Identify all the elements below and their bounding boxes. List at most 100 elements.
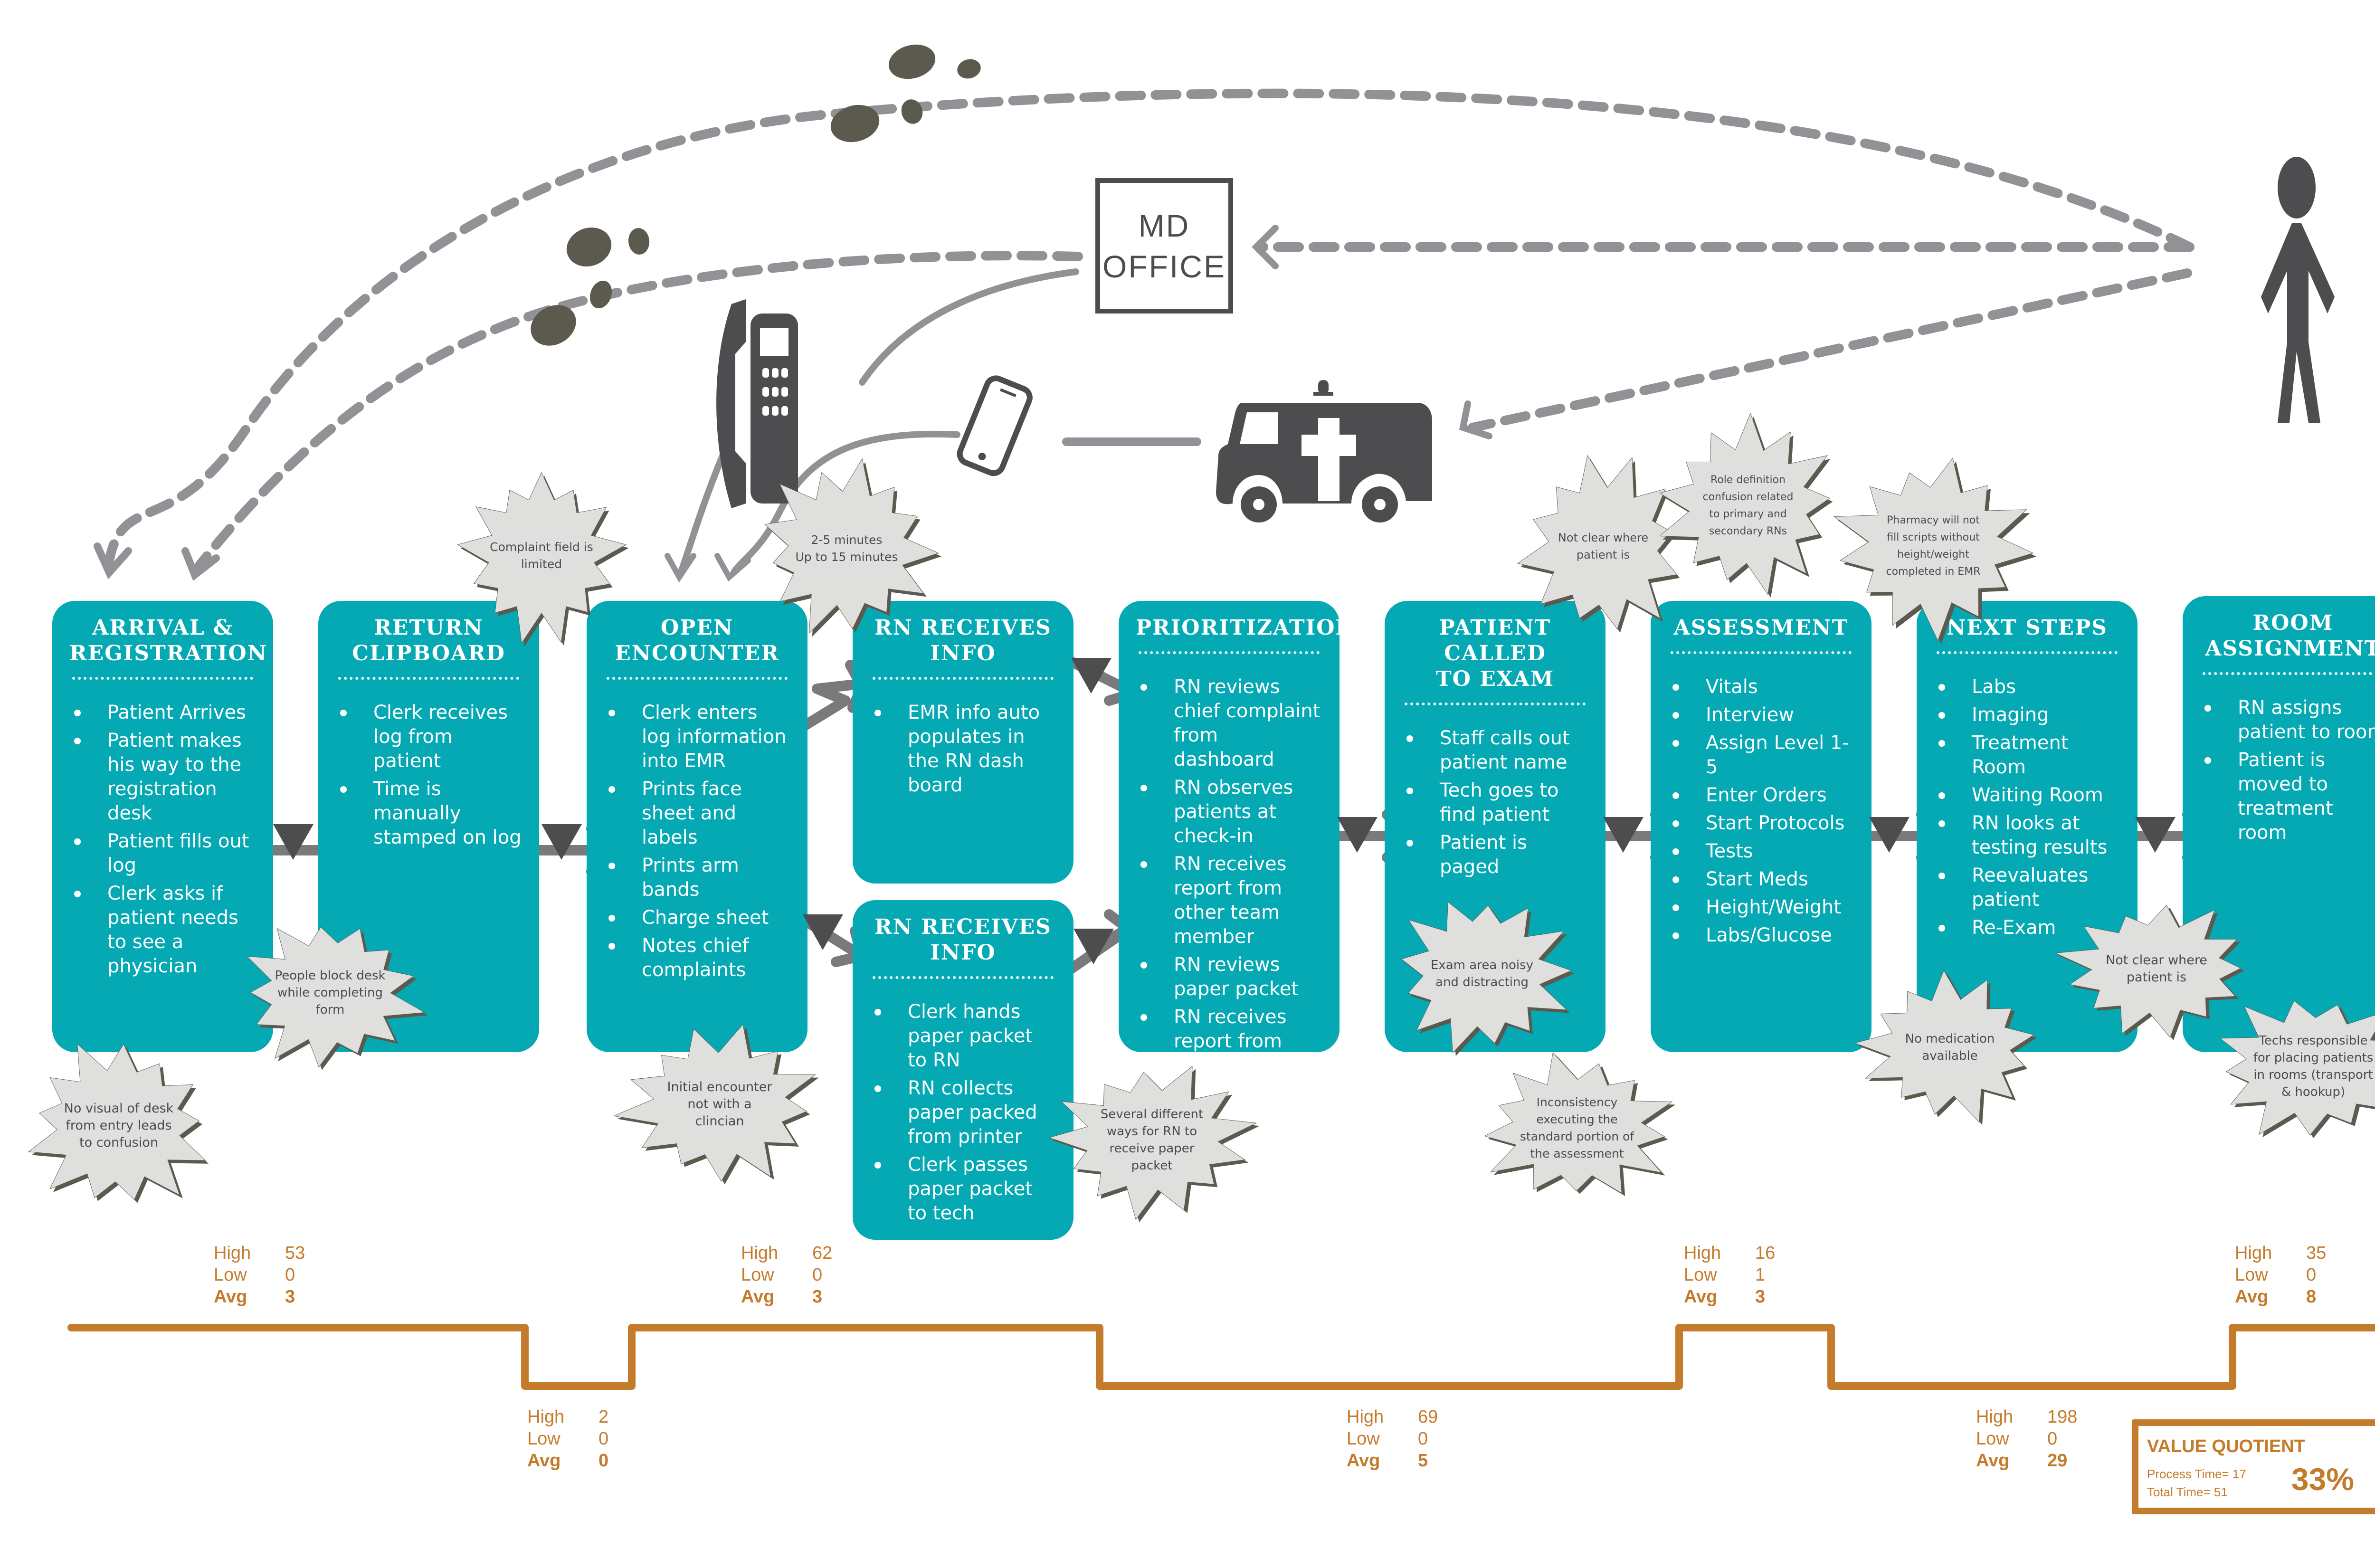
walk-arrow-head-1 (94, 542, 132, 580)
step-item: Treatment Room (1934, 731, 2120, 779)
low-value: 0 (598, 1429, 609, 1449)
md-arrow-head (1252, 225, 1279, 269)
step-item: RN receives report from other team membe… (1136, 852, 1322, 949)
step-assessment[interactable]: ASSESSMENT Vitals Interview Assign Level… (1651, 601, 1872, 1052)
step-title: RETURN CLIPBOARD (352, 616, 505, 665)
starburst-icon (613, 1021, 819, 1185)
avg-label: Avg (2235, 1287, 2269, 1307)
issue-callout: No visual of desk from entry leads to co… (19, 1036, 218, 1216)
high-value: 62 (812, 1243, 833, 1263)
step-title: PATIENT CALLED TO EXAM (1435, 616, 1555, 691)
step-next-steps[interactable]: NEXT STEPS Labs Imaging Treatment Room W… (1917, 601, 2138, 1052)
step-items: RN assigns patient to room Patient is mo… (2200, 696, 2375, 845)
low-label: Low (741, 1265, 774, 1285)
starburst-shape (765, 459, 939, 633)
high-value: 2 (598, 1407, 609, 1427)
low-value: 1 (1755, 1265, 1766, 1285)
step-items: Staff calls out patient name Tech goes t… (1402, 726, 1588, 879)
step-item: Staff calls out patient name (1402, 726, 1588, 775)
step-item: Labs/Glucose (1668, 923, 1854, 948)
avg-value: 29 (2047, 1451, 2068, 1471)
ambulance-arrow-head (1459, 400, 1492, 439)
dotted-divider (1139, 651, 1320, 654)
low-value: 0 (1418, 1429, 1428, 1449)
step-title: OPEN ENCOUNTER (615, 616, 779, 665)
step-title: RN RECEIVES INFO (874, 915, 1052, 965)
avg-value: 0 (598, 1451, 609, 1471)
starburst-icon (1045, 1059, 1260, 1223)
issue-callout: Pharmacy will not fill scripts without h… (1829, 451, 2038, 644)
starburst-icon (1387, 888, 1575, 1056)
starburst-shape (1834, 458, 2033, 640)
walk-path-md (195, 251, 1083, 570)
md-office-box: MD OFFICE (1095, 178, 1233, 314)
starburst-shape (457, 473, 626, 643)
step-prioritization[interactable]: PRIORITIZATION RN reviews chief complain… (1119, 601, 1356, 1076)
step-item: RN assigns patient to room (2200, 696, 2375, 744)
avg-value: 8 (2306, 1287, 2317, 1307)
low-value: 0 (285, 1265, 295, 1285)
step-title: ROOM ASSIGNMENT (2205, 611, 2375, 661)
dotted-divider (2203, 672, 2375, 675)
low-value: 0 (2306, 1265, 2317, 1285)
step-items: Labs Imaging Treatment Room Waiting Room… (1934, 675, 2120, 940)
avg-label: Avg (527, 1451, 561, 1471)
low-label: Low (214, 1265, 247, 1285)
step-items: Clerk hands paper packet to RN RN collec… (870, 1000, 1056, 1226)
starburst-shape (1049, 1066, 1256, 1220)
step-item: RN observes patients at check-in (1136, 776, 1322, 848)
desk-phone-icon (716, 299, 798, 508)
starburst-icon (2204, 988, 2375, 1138)
step-item: Patient fills out log (69, 829, 256, 878)
avg-label: Avg (214, 1287, 247, 1307)
starburst-icon (1653, 413, 1833, 598)
starburst-shape (1485, 1053, 1672, 1193)
issue-text: Not clear where patient is (1558, 531, 1649, 561)
avg-value: 3 (285, 1287, 295, 1307)
starburst-shape (28, 1044, 205, 1199)
step-item: Patient makes his way to the registratio… (69, 729, 256, 826)
dotted-divider (1671, 651, 1852, 654)
starburst-icon (2052, 898, 2244, 1040)
step-rn-receives-info-electronic[interactable]: RN RECEIVES INFO EMR info auto populates… (853, 601, 1074, 884)
starburst-icon (1472, 1050, 1676, 1196)
step-arrival-registration[interactable]: ARRIVAL & REGISTRATION Patient Arrives P… (52, 601, 273, 1052)
step-open-encounter[interactable]: OPEN ENCOUNTER Clerk enters log informat… (587, 601, 808, 1052)
issue-callout: Initial encounter not with a clincian (613, 1021, 826, 1188)
starburst-icon (753, 456, 941, 637)
process-time: Process Time= 17 (2147, 1467, 2246, 1481)
step-rn-receives-info-paper[interactable]: RN RECEIVES INFO Clerk hands paper packe… (853, 900, 1074, 1240)
high-value: 198 (2047, 1407, 2078, 1427)
starburst-shape (2055, 905, 2241, 1038)
footprints-icon-2 (531, 227, 650, 346)
step-item: Clerk asks if patient needs to see a phy… (69, 882, 256, 979)
low-label: Low (1347, 1429, 1380, 1449)
issue-callout: People block desk while completing form (233, 912, 428, 1074)
low-label: Low (1684, 1265, 1717, 1285)
avg-label: Avg (1347, 1451, 1380, 1471)
low-label: Low (1976, 1429, 2009, 1449)
low-label: Low (527, 1429, 560, 1449)
step-title: PRIORITIZATION (1136, 616, 1356, 640)
starburst-icon (19, 1036, 209, 1203)
issue-text: No medication available (1905, 1032, 1995, 1063)
high-label: High (1347, 1407, 1384, 1427)
starburst-icon (1829, 451, 2037, 644)
step-item: Waiting Room (1934, 783, 2120, 808)
step-item: Labs (1934, 675, 2120, 699)
issue-text: Techs responsible for placing patients i… (2253, 1034, 2374, 1099)
step-item: Patient is moved to treatment room (2200, 748, 2375, 845)
step-item: Patient is paged (1402, 831, 1588, 879)
walk-arrow-head-2 (181, 547, 220, 581)
step-item: Tech goes to find patient (1402, 779, 1588, 827)
dotted-divider (873, 976, 1054, 979)
step-item: Imaging (1934, 703, 2120, 727)
high-label: High (214, 1243, 251, 1263)
step-item: Start Protocols (1668, 811, 1854, 836)
